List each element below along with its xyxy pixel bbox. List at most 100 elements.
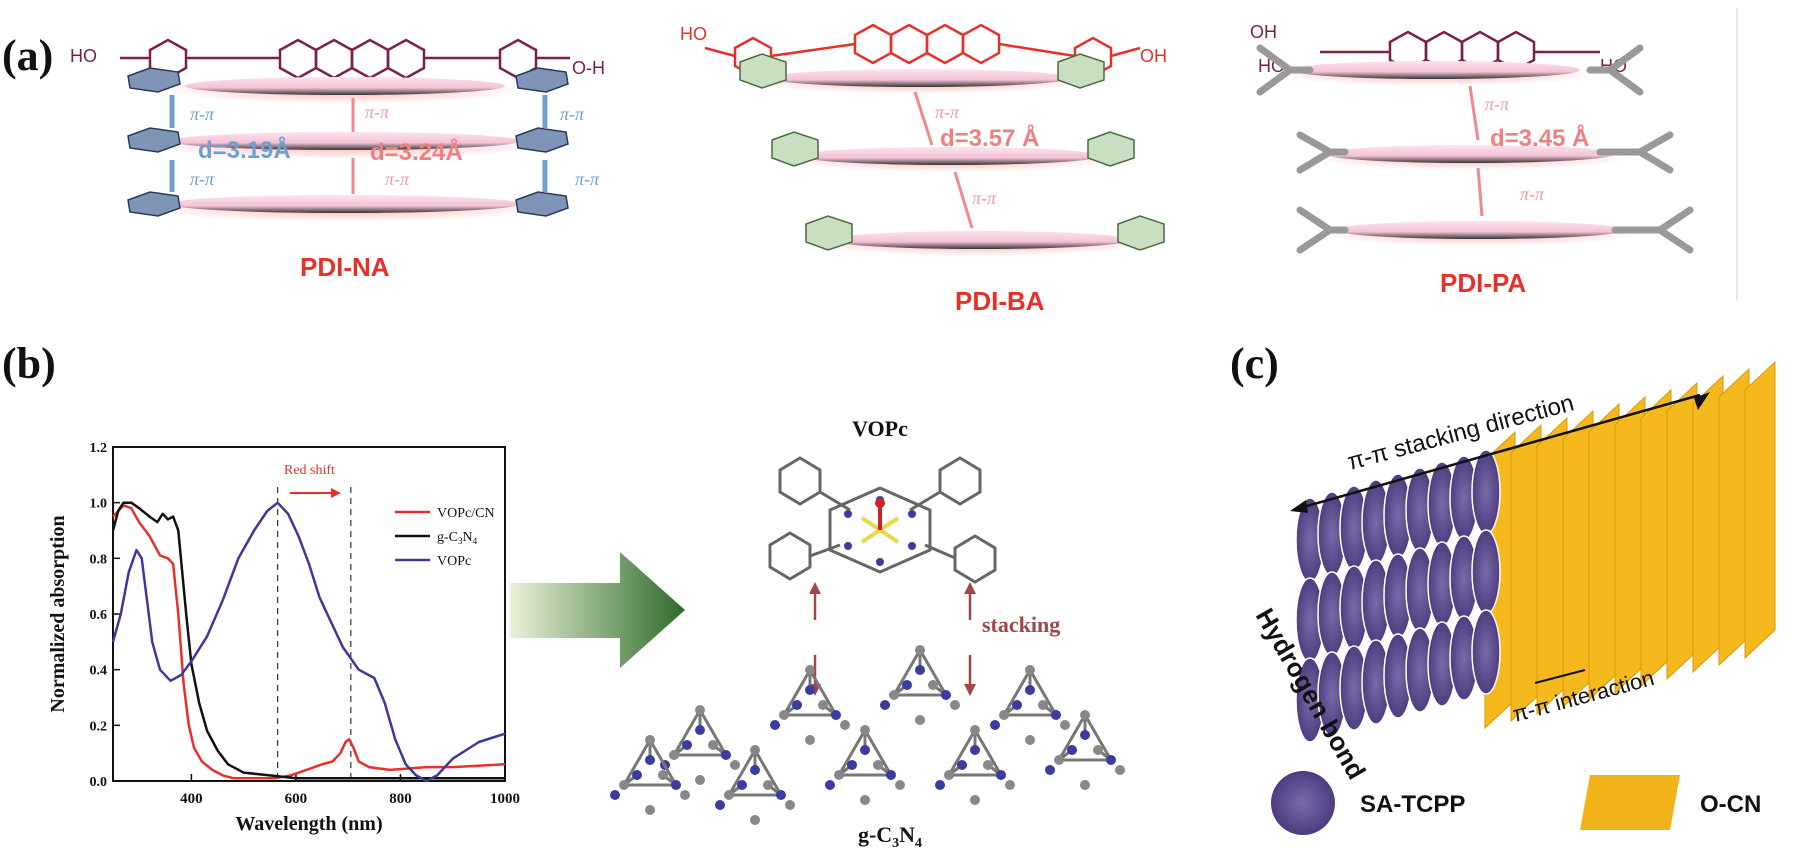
atom bbox=[1115, 765, 1125, 775]
atom bbox=[1080, 730, 1090, 740]
x-axis-label: Wavelength (nm) bbox=[235, 813, 382, 835]
atom bbox=[785, 800, 795, 810]
atom bbox=[721, 750, 731, 760]
atom bbox=[1045, 765, 1055, 775]
atom bbox=[935, 780, 945, 790]
legend-label-vopc: VOPc bbox=[437, 554, 471, 569]
atom bbox=[915, 715, 925, 725]
stacking-label: stacking bbox=[982, 612, 1060, 637]
stacking-direction-arrow bbox=[1299, 393, 1701, 510]
heptazine-unit bbox=[990, 665, 1070, 745]
pi-label: π-π bbox=[1520, 184, 1545, 204]
x-tick-label: 1000 bbox=[490, 791, 520, 807]
structure-name-pdi-ba: PDI-BA bbox=[955, 286, 1045, 316]
pi-label: π-π bbox=[575, 169, 600, 189]
atom bbox=[632, 770, 642, 780]
atom bbox=[1067, 745, 1077, 755]
legend-label-vopc-cn: VOPc/CN bbox=[437, 506, 495, 521]
atom bbox=[708, 740, 718, 750]
panel-label-c: (c) bbox=[1230, 339, 1279, 388]
atom bbox=[645, 805, 655, 815]
atom bbox=[750, 765, 760, 775]
atom bbox=[1038, 700, 1048, 710]
bond bbox=[918, 649, 948, 696]
chart-legend: VOPc/CN g-C3N4 VOPc bbox=[395, 506, 495, 569]
atom bbox=[737, 780, 747, 790]
atom bbox=[944, 770, 954, 780]
structure-name-pdi-na: PDI-NA bbox=[300, 252, 390, 282]
distance-label: d=3.24Å bbox=[370, 138, 463, 166]
y-tick-label: 0.2 bbox=[90, 719, 108, 734]
distance-label: d=3.45 Å bbox=[1490, 124, 1589, 152]
transition-arrow-icon bbox=[510, 552, 685, 668]
legend-sa-tcpp: SA-TCPP bbox=[1360, 791, 1465, 818]
cooh-right: O-H bbox=[572, 58, 605, 78]
x-tick-label: 800 bbox=[389, 791, 412, 807]
series-line-1 bbox=[111, 501, 505, 780]
atom bbox=[886, 770, 896, 780]
panel-label-b: (b) bbox=[2, 339, 56, 388]
panel-b-molecule: VOPc bbox=[510, 416, 1125, 851]
atom bbox=[695, 775, 705, 785]
atom bbox=[645, 755, 655, 765]
bond bbox=[837, 729, 867, 776]
heptazine-unit bbox=[1045, 710, 1125, 790]
bond bbox=[892, 649, 922, 696]
pdi-ba-structure: HO OH π-π π-π d=3.57 Å PDI- bbox=[680, 23, 1167, 316]
y-tick-label: 0.0 bbox=[90, 775, 108, 790]
heptazine-unit bbox=[770, 665, 850, 745]
legend-label-gcn: g-C3N4 bbox=[437, 530, 478, 546]
atom bbox=[818, 700, 828, 710]
atom bbox=[776, 790, 786, 800]
atom bbox=[610, 790, 620, 800]
atom bbox=[950, 700, 960, 710]
structure-name-pdi-pa: PDI-PA bbox=[1440, 268, 1526, 298]
atom bbox=[860, 795, 870, 805]
atom bbox=[1025, 665, 1035, 675]
atom bbox=[834, 770, 844, 780]
atom bbox=[770, 720, 780, 730]
heptazine-unit bbox=[880, 645, 960, 725]
distance-label: d=3.57 Å bbox=[940, 124, 1039, 152]
y-axis-label: Normalized absorption bbox=[47, 515, 69, 712]
atom bbox=[1012, 700, 1022, 710]
heptazine-unit bbox=[825, 725, 905, 805]
sa-tcpp-legend-icon bbox=[1271, 771, 1335, 835]
bond bbox=[753, 749, 783, 796]
pi-label: π-π bbox=[1485, 94, 1510, 114]
pi-label: π-π bbox=[560, 104, 585, 124]
oh-label: OH bbox=[1250, 22, 1277, 42]
atom bbox=[779, 710, 789, 720]
atom bbox=[1025, 735, 1035, 745]
chart-frame bbox=[112, 446, 506, 782]
interaction-arrow bbox=[1534, 669, 1586, 684]
atom bbox=[669, 750, 679, 760]
atom bbox=[840, 720, 850, 730]
atom bbox=[889, 690, 899, 700]
atom bbox=[970, 745, 980, 755]
pdi-na-structure: HO O-H bbox=[70, 38, 605, 282]
atom bbox=[928, 680, 938, 690]
atom bbox=[695, 725, 705, 735]
panel-c: π-π stacking direction Hydrogen bond π-π… bbox=[1250, 360, 1776, 835]
distance-label: d=3.19Å bbox=[198, 136, 291, 164]
atom bbox=[860, 745, 870, 755]
bond bbox=[1028, 669, 1058, 716]
atom bbox=[873, 760, 883, 770]
atom bbox=[970, 795, 980, 805]
pi-label: π-π bbox=[385, 169, 410, 189]
atom bbox=[1051, 710, 1061, 720]
bond bbox=[1057, 714, 1087, 761]
y-tick-label: 0.6 bbox=[90, 608, 108, 623]
atom bbox=[1025, 685, 1035, 695]
atom bbox=[831, 710, 841, 720]
atom bbox=[695, 705, 705, 715]
legend-o-cn: O-CN bbox=[1700, 791, 1761, 818]
y-tick-label: 0.8 bbox=[90, 552, 108, 567]
bond bbox=[698, 709, 728, 756]
gcn-label: g-C3N4 bbox=[858, 822, 922, 851]
vopc-label: VOPc bbox=[852, 416, 908, 441]
atom bbox=[970, 725, 980, 735]
atom bbox=[724, 790, 734, 800]
